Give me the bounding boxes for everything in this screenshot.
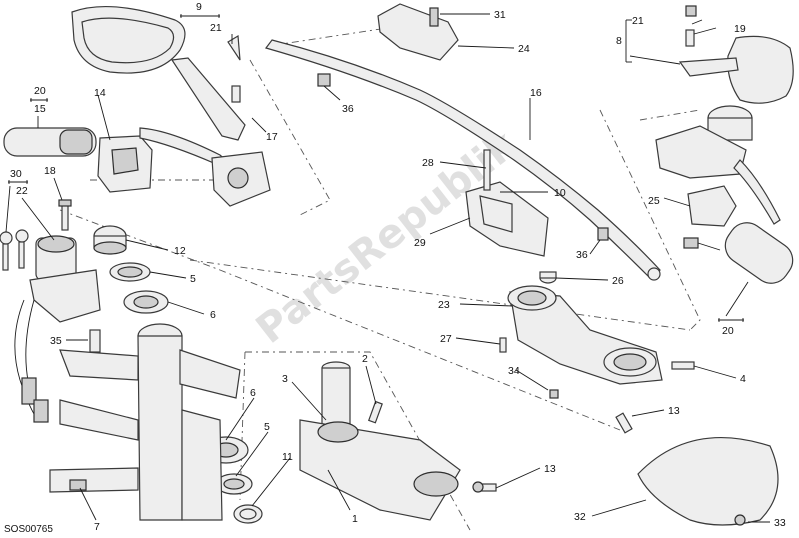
dust-cap-11 [233, 504, 263, 524]
handlebar [264, 39, 661, 281]
callout-13: 13 [544, 463, 556, 475]
callout-35: 35 [50, 335, 62, 347]
callout-9: 9 [196, 1, 202, 13]
callout-6: 6 [250, 387, 256, 399]
callout-18: 18 [44, 165, 56, 177]
riser-10 [465, 149, 549, 257]
callout-11: 11 [282, 451, 293, 463]
callout-36: 36 [342, 103, 354, 115]
callout-20: 20 [722, 325, 734, 337]
callout-3: 3 [282, 373, 288, 385]
callout-6: 6 [210, 309, 216, 321]
right-mirror [678, 5, 794, 104]
bolt-13-lower [472, 481, 497, 493]
left-switch-housing [97, 135, 153, 193]
callout-26: 26 [612, 275, 624, 287]
callout-24: 24 [518, 43, 530, 55]
ignition-switch [14, 235, 101, 423]
bearing-6-upper [123, 290, 169, 314]
callout-22: 22 [16, 185, 28, 197]
callout-15: 15 [34, 103, 46, 115]
mirror-bolt-left [227, 34, 241, 103]
callout-34: 34 [508, 365, 520, 377]
key-set [0, 229, 29, 271]
callout-2: 2 [362, 353, 368, 365]
spacer-35 [89, 329, 101, 353]
left-grip [3, 127, 97, 157]
callout-5: 5 [190, 273, 196, 285]
callout-13: 13 [668, 405, 680, 417]
clip-36-upper [317, 73, 331, 87]
callout-14: 14 [94, 87, 106, 99]
callout-29: 29 [414, 237, 426, 249]
bolt-4 [671, 361, 695, 370]
callout-36: 36 [576, 249, 588, 261]
callout-19: 19 [734, 23, 746, 35]
leader-lines [5, 13, 770, 523]
drawing-code: SOS00765 [4, 524, 53, 535]
callout-10: 10 [554, 187, 566, 199]
callout-30: 30 [10, 168, 22, 180]
callout-31: 31 [494, 9, 506, 21]
brake-master-cylinder [655, 105, 781, 225]
seal-5-lower [215, 473, 253, 495]
callout-12: 12 [174, 245, 186, 257]
bolt-13-upper [615, 412, 633, 434]
bolt-27 [499, 337, 507, 353]
clip-7 [69, 479, 87, 491]
seal-5-upper [109, 262, 151, 282]
callout-5: 5 [264, 421, 270, 433]
bolt-34 [549, 389, 559, 399]
left-mirror [71, 5, 246, 141]
callout-28: 28 [422, 157, 434, 169]
upper-triple-clamp [507, 285, 663, 385]
cover-32 [637, 436, 779, 526]
clutch-lever [139, 127, 271, 207]
callout-7: 7 [94, 521, 100, 533]
ignition-cap [93, 225, 127, 255]
throttle-grip [724, 222, 794, 284]
callout-27: 27 [440, 333, 452, 345]
bolt-18 [58, 199, 72, 231]
nut-26 [539, 271, 557, 284]
clip-36-right [597, 227, 609, 241]
throttle-sensor [683, 237, 721, 251]
callout-32: 32 [574, 511, 586, 523]
callout-16: 16 [530, 87, 542, 99]
callout-23: 23 [438, 299, 450, 311]
callouts: 9 21 17 14 20 15 30 22 18 12 5 6 35 7 31… [10, 1, 786, 533]
callout-21: 21 [210, 22, 222, 34]
callout-25: 25 [648, 195, 660, 207]
callout-17: 17 [266, 131, 278, 143]
callout-21: 21 [632, 15, 644, 27]
bolt-2 [367, 400, 383, 424]
frame-head [49, 323, 241, 521]
callout-33: 33 [774, 517, 786, 529]
lower-triple-clamp [299, 361, 461, 521]
handlebar-clamp-top [377, 3, 459, 61]
callout-4: 4 [740, 373, 746, 385]
right-switch-housing [687, 185, 737, 227]
callout-1: 1 [352, 513, 358, 525]
callout-8: 8 [616, 35, 622, 47]
callout-20: 20 [34, 85, 46, 97]
